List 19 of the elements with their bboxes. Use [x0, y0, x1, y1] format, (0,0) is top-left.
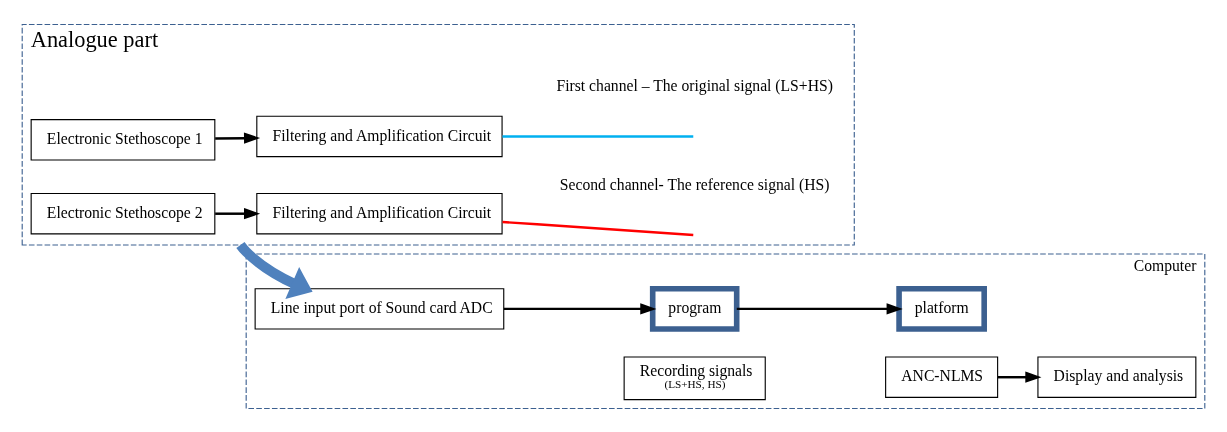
label: Second channel- The reference signal (HS)	[559, 175, 830, 193]
arrow	[736, 302, 903, 315]
arrow	[215, 132, 261, 144]
node-box: Electronic Stethoscope 2	[30, 192, 216, 234]
node-box: Display and analysis	[1037, 356, 1197, 398]
arrow	[215, 207, 261, 219]
node-box: Filtering and Amplification Circuit	[256, 192, 503, 234]
node-box: Recording signals (LS+HS, HS)	[623, 356, 766, 400]
node-box: platform	[896, 285, 987, 332]
node-box: Filtering and Amplification Circuit	[256, 115, 503, 157]
node-box: program	[649, 285, 740, 332]
connector	[502, 134, 694, 138]
connector	[502, 220, 694, 236]
arrow	[503, 302, 657, 315]
arrow	[997, 371, 1042, 383]
node-box: ANC-NLMS	[885, 356, 999, 398]
node-box: Electronic Stethoscope 1	[30, 118, 216, 160]
node-box: Line input port of Sound card ADC	[254, 287, 505, 330]
label: First channel – The original signal (LS+HS)	[556, 76, 833, 94]
